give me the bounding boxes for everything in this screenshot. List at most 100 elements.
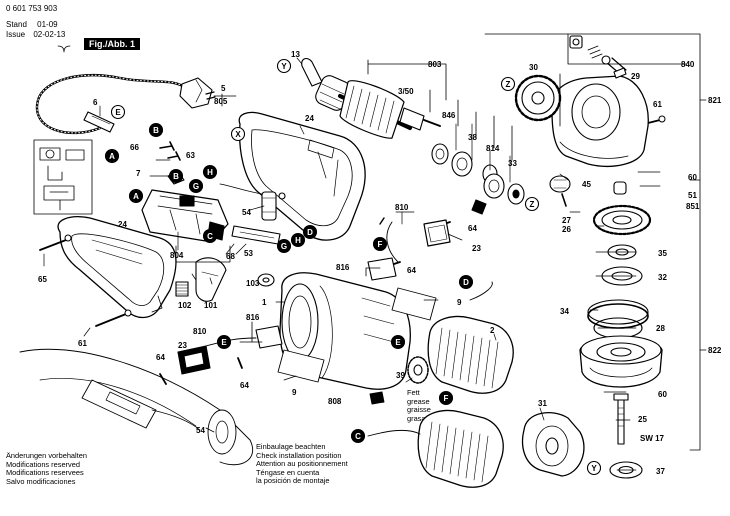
svg-text:51: 51 <box>688 191 697 200</box>
field-coil-lower <box>367 409 504 488</box>
svg-text:A: A <box>109 152 115 161</box>
bearing-flange <box>579 335 663 388</box>
svg-text:B: B <box>153 126 159 135</box>
svg-text:G: G <box>193 182 199 191</box>
svg-text:68: 68 <box>226 252 235 261</box>
svg-text:60: 60 <box>688 173 697 182</box>
svg-text:53: 53 <box>244 249 253 258</box>
handle-housing-lower <box>57 216 177 319</box>
armature-bearings <box>431 143 525 205</box>
svg-text:34: 34 <box>560 307 569 316</box>
svg-text:30: 30 <box>529 63 538 72</box>
switch-trigger <box>195 257 227 302</box>
svg-text:9: 9 <box>292 388 297 397</box>
insulation-foils <box>277 287 437 405</box>
wiring-diagram-inset <box>33 139 93 215</box>
svg-text:805: 805 <box>214 97 228 106</box>
svg-text:F: F <box>378 240 383 249</box>
svg-text:803: 803 <box>428 60 442 69</box>
marker-x-2: X <box>230 126 246 142</box>
spindle <box>613 393 629 445</box>
marker-f-1: F <box>372 236 388 252</box>
svg-text:Y: Y <box>281 62 287 71</box>
svg-text:B: B <box>173 172 179 181</box>
cable-grommet <box>257 273 275 287</box>
svg-text:816: 816 <box>246 313 260 322</box>
svg-text:840: 840 <box>681 60 695 69</box>
svg-text:X: X <box>235 130 241 139</box>
svg-text:H: H <box>295 236 301 245</box>
marker-y-1: Y <box>276 58 292 74</box>
brush-holder-upper <box>367 217 399 281</box>
brush-pieces <box>423 199 487 247</box>
svg-text:31: 31 <box>538 399 547 408</box>
leader-lines <box>43 57 661 471</box>
svg-text:65: 65 <box>38 275 47 284</box>
svg-text:821: 821 <box>708 96 722 105</box>
svg-text:C: C <box>355 432 361 441</box>
svg-text:28: 28 <box>656 324 665 333</box>
marker-c-2: C <box>350 428 366 444</box>
svg-text:6: 6 <box>93 98 98 107</box>
svg-text:A: A <box>133 192 139 201</box>
svg-text:5: 5 <box>221 84 226 93</box>
gear-housing <box>550 57 649 167</box>
small-gear-parts <box>549 175 627 207</box>
svg-text:101: 101 <box>204 301 218 310</box>
marker-g-2: G <box>276 238 292 254</box>
spindle-bearing <box>601 244 643 286</box>
svg-text:D: D <box>463 278 469 287</box>
marker-y-2: Y <box>586 460 602 476</box>
svg-text:F: F <box>444 394 449 403</box>
svg-text:G: G <box>281 242 287 251</box>
svg-text:2: 2 <box>490 326 495 335</box>
issue-value: 02-02-13 <box>33 30 66 39</box>
armature <box>301 57 441 139</box>
svg-text:64: 64 <box>156 353 165 362</box>
seal-rings <box>587 299 649 339</box>
stand-label: Stand <box>6 20 27 29</box>
svg-text:H: H <box>207 168 213 177</box>
svg-text:26: 26 <box>562 225 571 234</box>
connection-markers: E B A X H B G A C D H G Y Z Z F D E E F … <box>104 58 602 476</box>
svg-text:Z: Z <box>506 80 511 89</box>
svg-text:61: 61 <box>653 100 662 109</box>
bevel-pinion-gear <box>514 74 562 122</box>
svg-text:846: 846 <box>442 111 456 120</box>
svg-text:103: 103 <box>246 279 260 288</box>
svg-text:7: 7 <box>136 169 141 178</box>
spindle-lock <box>569 35 627 79</box>
svg-text:3/50: 3/50 <box>398 87 414 96</box>
svg-text:810: 810 <box>193 327 207 336</box>
marker-d-1: D <box>302 224 318 240</box>
svg-text:45: 45 <box>582 180 591 189</box>
svg-text:35: 35 <box>658 249 667 258</box>
svg-text:13: 13 <box>291 50 300 59</box>
assembly-inset-view <box>19 348 254 466</box>
svg-text:24: 24 <box>118 220 127 229</box>
svg-text:851: 851 <box>686 202 700 211</box>
svg-text:102: 102 <box>178 301 192 310</box>
svg-text:808: 808 <box>328 397 342 406</box>
crown-gear <box>592 204 652 236</box>
svg-text:E: E <box>221 338 227 347</box>
group-brackets <box>175 33 707 451</box>
marker-d-2: D <box>458 274 474 290</box>
marker-x-1: E <box>110 104 126 120</box>
svg-text:D: D <box>307 228 313 237</box>
marker-e-1: E <box>216 334 232 350</box>
svg-text:24: 24 <box>305 114 314 123</box>
svg-text:23: 23 <box>472 244 481 253</box>
svg-text:SW 17: SW 17 <box>640 434 665 443</box>
switch-lever <box>231 225 281 245</box>
marker-b-2: B <box>168 168 184 184</box>
stand-value: 01-09 <box>37 20 58 29</box>
svg-text:64: 64 <box>468 224 477 233</box>
svg-text:60: 60 <box>658 390 667 399</box>
mains-plug <box>179 77 216 109</box>
svg-text:39: 39 <box>396 371 405 380</box>
marker-h-1: H <box>202 164 218 180</box>
end-plate <box>521 412 585 477</box>
